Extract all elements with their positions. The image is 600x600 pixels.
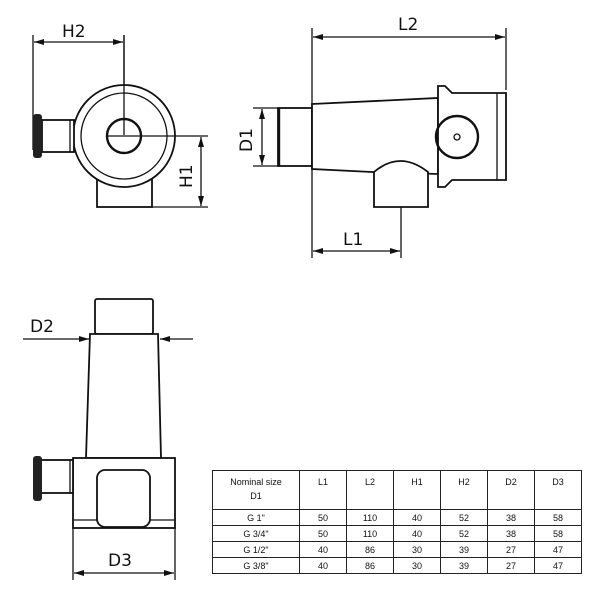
cell: 39	[440, 541, 488, 558]
front-view: H2 H1	[32, 22, 208, 208]
cell: 30	[393, 541, 441, 558]
cell: 27	[487, 541, 535, 558]
cell: G 1"	[212, 509, 300, 526]
header-l2: L2	[346, 470, 394, 510]
d1-label: D1	[237, 128, 257, 152]
cell: 58	[534, 525, 582, 542]
cell: 30	[393, 557, 441, 574]
header-h2: H2	[440, 470, 488, 510]
d2-label: D2	[30, 317, 54, 337]
l2-label: L2	[398, 15, 418, 35]
cell: 38	[487, 525, 535, 542]
header-d2: D2	[487, 470, 535, 510]
top-view: D2 D3	[23, 298, 193, 580]
cell: 86	[346, 541, 394, 558]
cell: 50	[299, 509, 347, 526]
cell: 40	[393, 525, 441, 542]
cell: 86	[346, 557, 394, 574]
cell: 40	[299, 541, 347, 558]
cell: G 1/2"	[212, 541, 300, 558]
h2-label: H2	[62, 22, 86, 42]
side-view: L2 D1 L1	[237, 15, 507, 258]
cell: 52	[440, 525, 488, 542]
cell: 40	[393, 509, 441, 526]
cell: 52	[440, 509, 488, 526]
cell: 39	[440, 557, 488, 574]
cell: 40	[299, 557, 347, 574]
cell: 47	[534, 557, 582, 574]
d3-label: D3	[108, 551, 132, 571]
header-label: Nominal size	[230, 477, 282, 487]
l1-label: L1	[343, 230, 363, 250]
h1-label: H1	[177, 164, 197, 188]
cell: 58	[534, 509, 582, 526]
header-sub-label: D1	[250, 491, 262, 501]
cell: 27	[487, 557, 535, 574]
cell: G 3/4"	[212, 525, 300, 542]
header-l1: L1	[299, 470, 347, 510]
cell: G 3/8"	[212, 557, 300, 574]
cell: 38	[487, 509, 535, 526]
cell: 47	[534, 541, 582, 558]
header-h1: H1	[393, 470, 441, 510]
header-d3: D3	[534, 470, 582, 510]
cell: 50	[299, 525, 347, 542]
cell: 110	[346, 509, 394, 526]
cell: 110	[346, 525, 394, 542]
